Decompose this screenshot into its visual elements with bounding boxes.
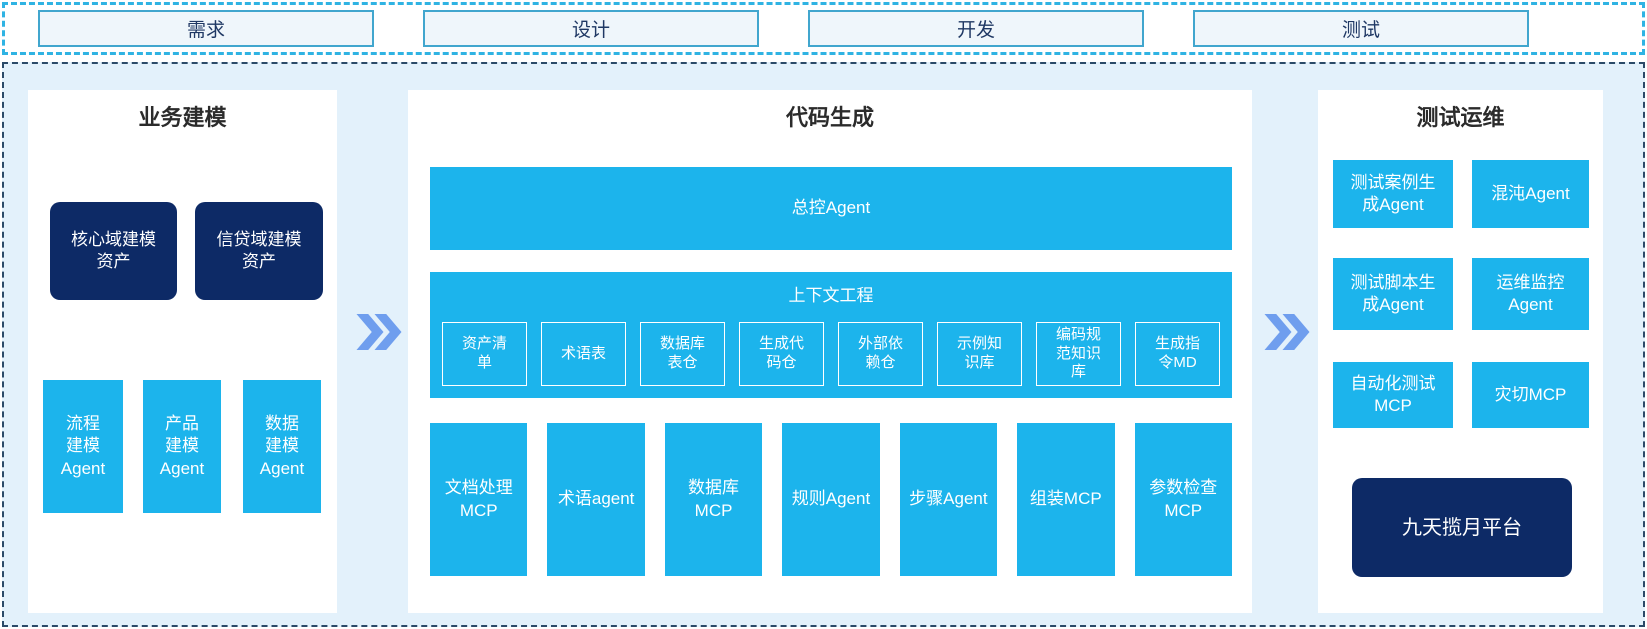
- context-engineering-items: 资产清 单 术语表 数据库 表仓 生成代 码仓 外部依 赖仓 示例知 识库 编码…: [430, 322, 1232, 386]
- phase-design: 设计: [423, 10, 759, 47]
- box-test-script-gen-agent: 测试脚本生 成Agent: [1333, 258, 1453, 330]
- context-engineering-block: 上下文工程 资产清 单 术语表 数据库 表仓 生成代 码仓 外部依 赖仓 示例知…: [430, 272, 1232, 398]
- tool-database-mcp: 数据库 MCP: [664, 423, 763, 576]
- business-modeling-title: 业务建模: [138, 105, 227, 130]
- context-engineering-title: 上下文工程: [788, 286, 874, 305]
- ctx-item-external-deps-repo: 外部依 赖仓: [838, 322, 923, 386]
- phase-development: 开发: [808, 10, 1144, 47]
- phase-requirements: 需求: [38, 10, 374, 47]
- tool-row: 文档处理 MCP 术语agent 数据库 MCP 规则Agent 步骤Agent…: [430, 423, 1232, 576]
- agent-box-process-modeling: 流程 建模 Agent: [43, 380, 123, 513]
- box-chaos-agent: 混沌Agent: [1472, 160, 1589, 228]
- flow-arrow-left-icon: [356, 314, 402, 350]
- tool-rules-agent: 规则Agent: [782, 423, 880, 576]
- asset-box-credit-domain: 信贷域建模 资产: [195, 202, 323, 300]
- tool-param-check-mcp: 参数检查 MCP: [1134, 423, 1232, 576]
- box-disaster-switch-mcp: 灾切MCP: [1472, 362, 1589, 428]
- panel-code-generation: 代码生成 总控Agent 上下文工程 资产清 单 术语表 数据库 表仓 生成代 …: [408, 90, 1252, 613]
- asset-box-core-domain: 核心域建模 资产: [50, 202, 177, 300]
- panel-business-modeling: 业务建模 核心域建模 资产 信贷域建模 资产 流程 建模 Agent 产品 建模…: [28, 90, 337, 613]
- master-agent-bar: 总控Agent: [430, 167, 1232, 250]
- tool-terminology-agent: 术语agent: [547, 423, 645, 576]
- code-generation-title: 代码生成: [785, 105, 874, 130]
- ctx-item-coding-standards-kb: 编码规 范知识 库: [1036, 322, 1121, 386]
- box-test-case-gen-agent: 测试案例生 成Agent: [1333, 160, 1453, 228]
- agent-box-product-modeling: 产品 建模 Agent: [143, 380, 221, 513]
- tool-doc-processing-mcp: 文档处理 MCP: [430, 423, 528, 576]
- tool-assembly-mcp: 组装MCP: [1017, 423, 1115, 576]
- agent-box-data-modeling: 数据 建模 Agent: [243, 380, 321, 513]
- box-automated-test-mcp: 自动化测试 MCP: [1333, 362, 1453, 428]
- ctx-item-glossary: 术语表: [541, 322, 626, 386]
- box-jiutian-lanyue-platform: 九天揽月平台: [1352, 478, 1572, 577]
- phase-testing: 测试: [1193, 10, 1529, 47]
- ctx-item-example-kb: 示例知 识库: [937, 322, 1022, 386]
- panel-test-ops: 测试运维 测试案例生 成Agent 混沌Agent 测试脚本生 成Agent 运…: [1318, 90, 1603, 613]
- ctx-item-generated-code-repo: 生成代 码仓: [739, 322, 824, 386]
- main-container: 业务建模 核心域建模 资产 信贷域建模 资产 流程 建模 Agent 产品 建模…: [2, 62, 1645, 627]
- phase-bar: 需求 设计 开发 测试: [2, 2, 1645, 55]
- ctx-item-generation-instruction-md: 生成指 令MD: [1135, 322, 1220, 386]
- ctx-item-asset-list: 资产清 单: [442, 322, 527, 386]
- ctx-item-db-table-repo: 数据库 表仓: [640, 322, 725, 386]
- box-ops-monitoring-agent: 运维监控 Agent: [1472, 258, 1589, 330]
- tool-steps-agent: 步骤Agent: [899, 423, 998, 576]
- test-ops-title: 测试运维: [1416, 105, 1505, 130]
- flow-arrow-right-icon: [1264, 314, 1310, 350]
